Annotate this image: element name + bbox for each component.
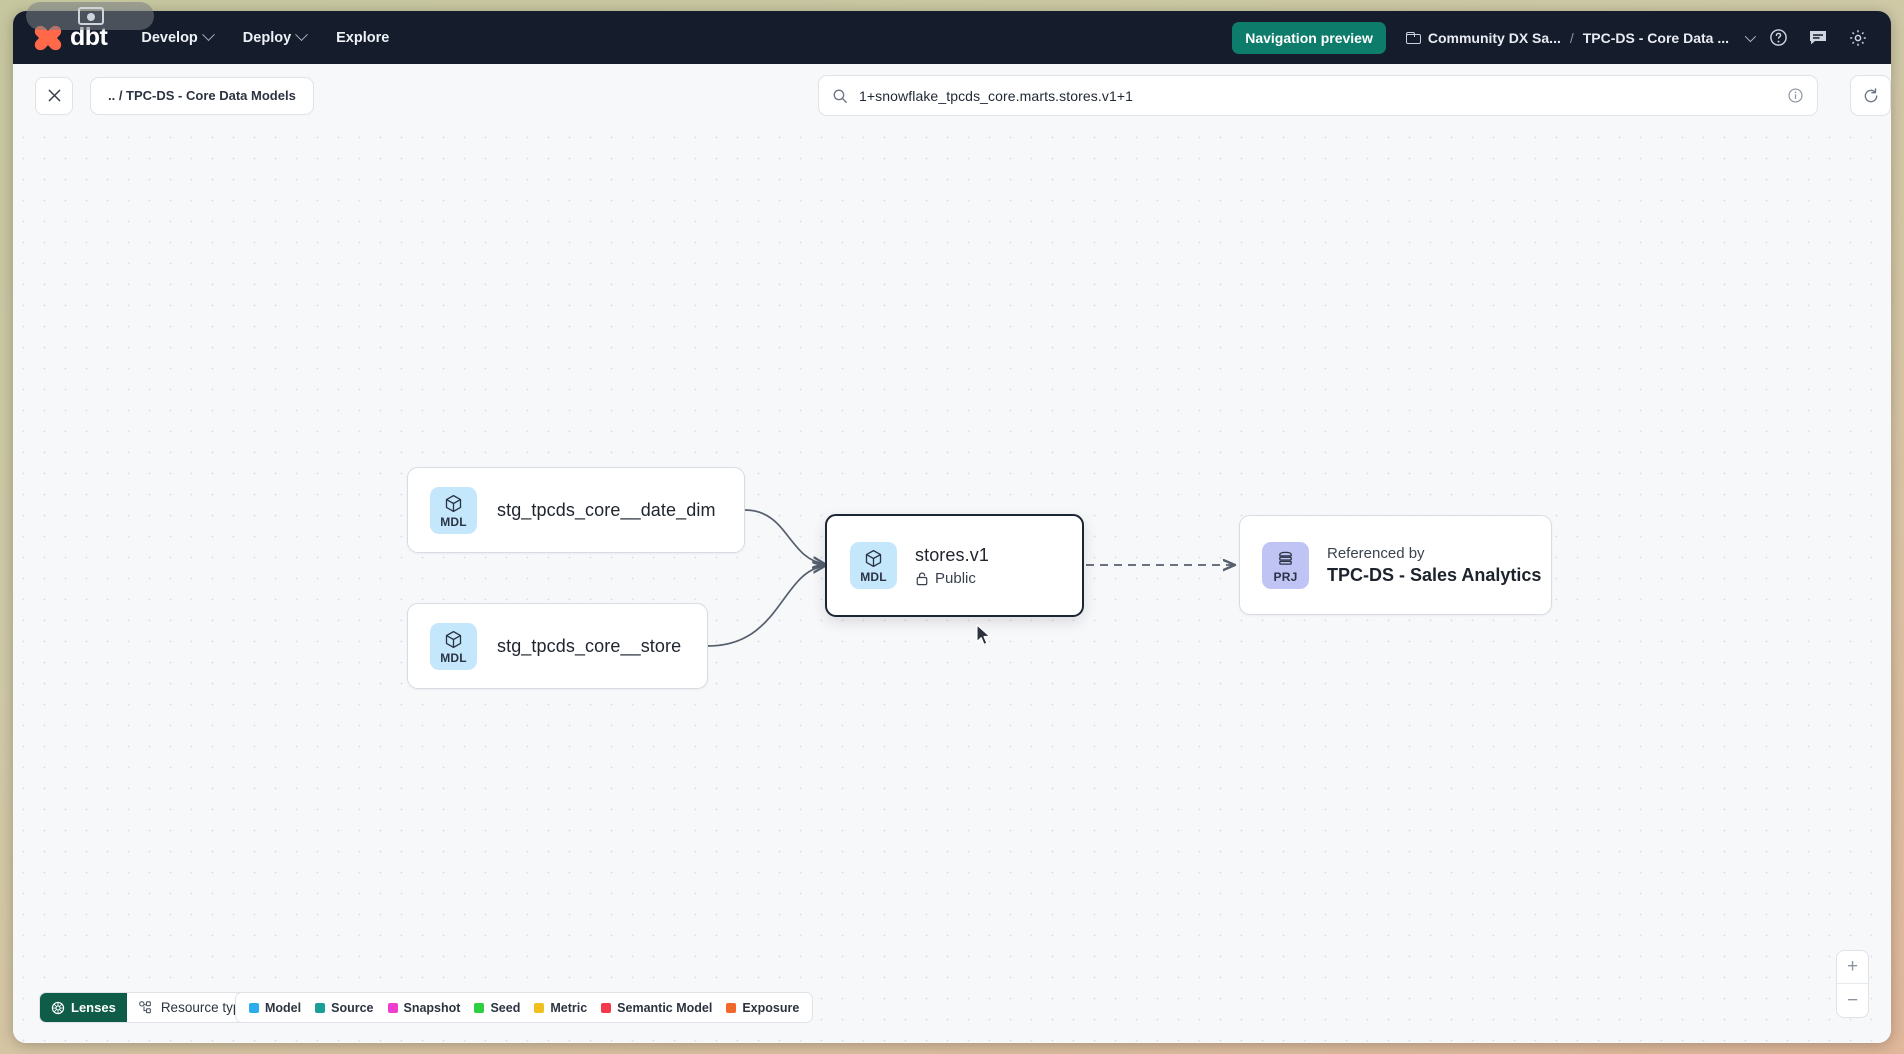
legend-swatch xyxy=(315,1003,325,1013)
browser-window: dbt Develop Deploy Explore Navigation pr… xyxy=(13,11,1891,1043)
help-button[interactable] xyxy=(1763,23,1793,53)
help-circle-icon xyxy=(1769,28,1788,47)
search-icon xyxy=(832,88,848,104)
node-label: stg_tpcds_core__date_dim xyxy=(497,500,716,521)
search-area xyxy=(818,75,1821,116)
node-text-block: Referenced by TPC-DS - Sales Analytics xyxy=(1327,545,1541,586)
legend-label: Semantic Model xyxy=(617,1001,712,1015)
node-access-label: Public xyxy=(935,570,976,587)
legend-item-snapshot[interactable]: Snapshot xyxy=(388,1001,461,1015)
legend-swatch xyxy=(534,1003,544,1013)
nav-item-develop[interactable]: Develop xyxy=(139,24,214,52)
folder-icon xyxy=(1406,32,1421,44)
node-kicker-label: Referenced by xyxy=(1327,545,1541,562)
breadcrumb-account-label: Community DX Sa... xyxy=(1428,30,1561,46)
lenses-label: Lenses xyxy=(71,1000,116,1015)
primary-nav: Develop Deploy Explore xyxy=(139,24,391,52)
legend-label: Model xyxy=(265,1001,301,1015)
lenses-button[interactable]: Lenses xyxy=(40,993,127,1022)
unlock-icon xyxy=(915,571,929,586)
browser-tab-indicator xyxy=(26,2,154,30)
feedback-chat-icon xyxy=(1808,28,1828,47)
node-label: stg_tpcds_core__store xyxy=(497,636,681,657)
close-icon xyxy=(47,88,62,103)
badge-label: MDL xyxy=(860,571,887,583)
legend-item-semantic-model[interactable]: Semantic Model xyxy=(601,1001,712,1015)
badge-label: MDL xyxy=(440,652,467,664)
chevron-down-icon xyxy=(202,28,215,41)
nav-item-explore-label: Explore xyxy=(336,30,389,46)
chevron-down-icon xyxy=(295,28,308,41)
legend-label: Seed xyxy=(490,1001,520,1015)
cube-icon xyxy=(443,493,464,514)
nav-item-develop-label: Develop xyxy=(141,30,197,46)
graph-node-referenced-by-project[interactable]: PRJ Referenced by TPC-DS - Sales Analyti… xyxy=(1239,515,1552,615)
node-text-block: stores.v1 Public xyxy=(915,545,989,587)
graph-node-stg-tpcds-core-date-dim[interactable]: MDL stg_tpcds_core__date_dim xyxy=(407,467,745,553)
legend-label: Snapshot xyxy=(404,1001,461,1015)
cube-icon xyxy=(443,629,464,650)
nav-item-explore[interactable]: Explore xyxy=(334,24,391,52)
resource-type-legend: Model Source Snapshot Seed Metric xyxy=(235,992,813,1023)
model-type-badge: MDL xyxy=(430,623,477,670)
nav-right-cluster: Navigation preview Community DX Sa... / … xyxy=(1232,22,1873,54)
info-circle-icon[interactable] xyxy=(1787,87,1804,104)
legend-item-seed[interactable]: Seed xyxy=(474,1001,520,1015)
top-navigation-bar: dbt Develop Deploy Explore Navigation pr… xyxy=(13,11,1891,64)
graph-node-stg-tpcds-core-store[interactable]: MDL stg_tpcds_core__store xyxy=(407,603,708,689)
model-type-badge: MDL xyxy=(430,487,477,534)
zoom-out-button[interactable]: − xyxy=(1837,984,1868,1017)
legend-swatch xyxy=(249,1003,259,1013)
feedback-button[interactable] xyxy=(1803,23,1833,53)
refresh-button[interactable] xyxy=(1850,75,1891,116)
edge-store-to-stores xyxy=(708,566,825,646)
breadcrumb-separator: / xyxy=(1570,30,1574,46)
graph-node-stores-v1-selected[interactable]: MDL stores.v1 Public xyxy=(825,514,1084,617)
legend-label: Source xyxy=(331,1001,373,1015)
legend-swatch xyxy=(388,1003,398,1013)
nav-item-deploy-label: Deploy xyxy=(243,30,291,46)
nav-item-deploy[interactable]: Deploy xyxy=(241,24,308,52)
lineage-canvas[interactable]: MDL stg_tpcds_core__date_dim MDL stg_tpc… xyxy=(13,127,1891,1043)
lineage-toolbar: .. / TPC-DS - Core Data Models xyxy=(13,64,1891,127)
breadcrumb-path-chip[interactable]: .. / TPC-DS - Core Data Models xyxy=(90,77,314,115)
node-access-row: Public xyxy=(915,570,989,587)
edge-date-dim-to-stores xyxy=(745,510,825,564)
legend-swatch xyxy=(474,1003,484,1013)
breadcrumb-project[interactable]: TPC-DS - Core Data ... xyxy=(1583,30,1753,46)
project-type-badge: PRJ xyxy=(1262,542,1309,589)
legend-swatch xyxy=(726,1003,736,1013)
badge-label: MDL xyxy=(440,516,467,528)
legend-item-metric[interactable]: Metric xyxy=(534,1001,587,1015)
zoom-in-button[interactable]: + xyxy=(1837,951,1868,984)
aperture-icon xyxy=(51,1001,65,1015)
node-label: stores.v1 xyxy=(915,545,989,566)
model-type-badge: MDL xyxy=(850,542,897,589)
close-button[interactable] xyxy=(35,77,73,115)
node-label: TPC-DS - Sales Analytics xyxy=(1327,565,1541,586)
search-input[interactable] xyxy=(859,88,1787,104)
legend-label: Exposure xyxy=(742,1001,799,1015)
window-glyph-icon xyxy=(78,7,104,25)
nodes-icon xyxy=(138,1000,153,1015)
breadcrumb-project-label: TPC-DS - Core Data ... xyxy=(1583,30,1729,46)
legend-item-model[interactable]: Model xyxy=(249,1001,301,1015)
layers-stack-icon xyxy=(1275,548,1296,569)
breadcrumb-account[interactable]: Community DX Sa... xyxy=(1406,30,1561,46)
refresh-icon xyxy=(1862,87,1880,105)
badge-label: PRJ xyxy=(1274,571,1298,583)
legend-label: Metric xyxy=(550,1001,587,1015)
navigation-preview-badge[interactable]: Navigation preview xyxy=(1232,22,1386,54)
chevron-down-icon xyxy=(1745,30,1756,41)
settings-button[interactable] xyxy=(1843,23,1873,53)
legend-item-source[interactable]: Source xyxy=(315,1001,373,1015)
legend-swatch xyxy=(601,1003,611,1013)
gear-icon xyxy=(1848,28,1868,48)
legend-item-exposure[interactable]: Exposure xyxy=(726,1001,799,1015)
cube-icon xyxy=(863,548,884,569)
lineage-search-box[interactable] xyxy=(818,75,1818,116)
zoom-controls: + − xyxy=(1836,950,1869,1018)
